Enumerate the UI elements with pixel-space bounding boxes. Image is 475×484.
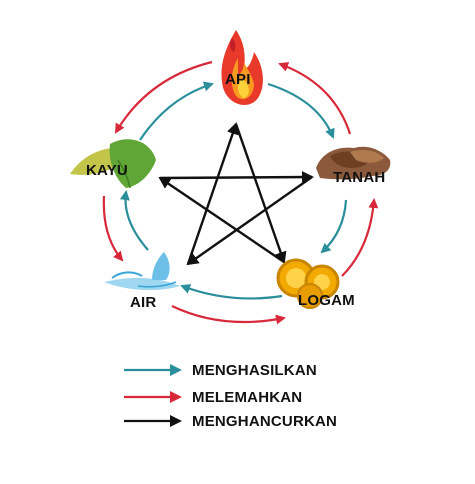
weaken-cycle [102,60,379,325]
legend-destroy-arrow-icon [124,415,182,427]
leaves-icon [70,139,156,189]
weaken-arrow-logam-tanah [341,198,379,277]
produce-arrow-kayu-api [139,81,214,141]
produce-arrow-api-tanah [267,82,335,139]
water-splash-icon [104,252,180,291]
legend-destroy-label: MENGHANCURKAN [192,412,338,430]
legend-weaken-label: MELEMAHKAN [192,388,303,406]
weaken-arrow-tanah-api [278,62,352,135]
label-kayu: KAYU [86,162,128,179]
produce-arrow-tanah-logam [320,199,348,254]
produce-cycle [119,81,348,300]
legend-destroy: MENGHANCURKAN [122,411,337,431]
legend-weaken: MELEMAHKAN [122,387,302,407]
destroy-arrow-logam-kayu [158,176,285,263]
destroy-arrow-air-api [186,122,239,265]
earth-clod-icon [316,146,391,180]
legend-produce-arrow-icon [124,364,182,376]
label-api: API [225,71,251,88]
label-air: AIR [130,294,157,311]
produce-arrow-logam-air [180,284,283,300]
destroy-star [158,122,314,266]
legend-weaken-arrow-icon [124,391,182,403]
weaken-arrow-air-logam [171,305,286,325]
gold-coins-icon [276,258,340,309]
destroy-arrow-tanah-air [186,176,313,266]
produce-arrow-air-kayu [119,190,149,251]
label-logam: LOGAM [298,292,355,309]
destroy-arrow-kayu-tanah [159,171,314,184]
fire-icon [221,30,263,105]
legend-produce-label: MENGHASILKAN [192,361,317,379]
legend-produce: MENGHASILKAN [122,360,317,380]
label-tanah: TANAH [333,169,386,186]
weaken-arrow-api-kayu [114,60,213,134]
destroy-arrow-api-logam [234,123,287,264]
weaken-arrow-kayu-air [102,195,124,262]
